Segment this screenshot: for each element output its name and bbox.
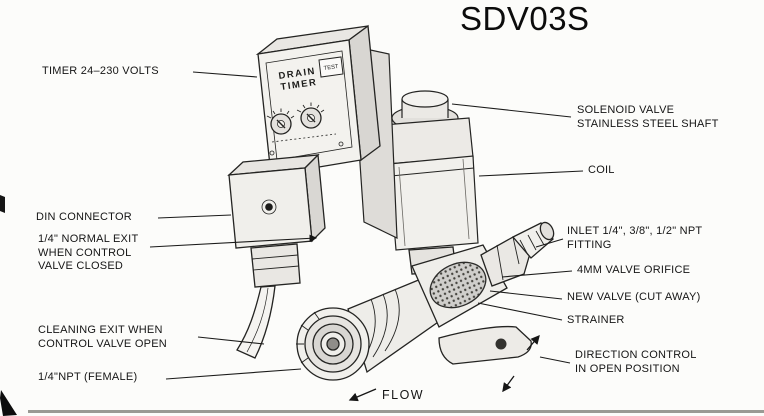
flow-direction-label: FLOW (382, 388, 425, 402)
handle-swing-arrow-down (502, 375, 515, 393)
knob-tick-marks (296, 102, 325, 113)
direction-control-handle (438, 325, 532, 365)
coil-body (388, 155, 479, 251)
timer-knob-right (296, 102, 325, 129)
callout-direction-control: DIRECTION CONTROL IN OPEN POSITION (575, 349, 697, 376)
callout-npt-female: 1/4"NPT (FEMALE) (38, 371, 137, 385)
flow-arrow (348, 388, 377, 402)
callout-line: SOLENOID VALVE (577, 104, 675, 116)
annotation-arrows (348, 334, 540, 402)
callout-inlet-fitting: INLET 1/4", 3/8", 1/2" NPT FITTING (567, 225, 702, 252)
outlet-thread-ticks (296, 311, 320, 364)
diagram-title: SDV03S (460, 0, 590, 37)
callout-line: CONTROL VALVE OPEN (38, 337, 167, 350)
callout-din-connector: DIN CONNECTOR (36, 211, 132, 225)
callout-line: STAINLESS STEEL SHAFT (577, 117, 719, 130)
timer-unit: DRAIN TIMER TEST (255, 24, 381, 176)
coil-flange-line (390, 167, 475, 177)
callout-line: DIRECTION CONTROL (575, 349, 697, 361)
callout-valve-orifice: 4MM VALVE ORIFICE (577, 264, 690, 278)
callout-line: 1/4" NORMAL EXIT (38, 233, 139, 245)
inlet-hex-facets (496, 236, 520, 281)
callout-new-valve: NEW VALVE (CUT AWAY) (567, 291, 701, 305)
leader-line-npt-female (165, 368, 302, 380)
leader-line-direction (539, 356, 571, 364)
test-button (318, 56, 344, 78)
callout-line: IN OPEN POSITION (575, 362, 680, 375)
knob-tick-marks (266, 108, 295, 119)
leader-line-new-valve (489, 290, 563, 300)
timer-scale-dashes (271, 133, 337, 143)
timer-device-label-line1: DRAIN (278, 66, 317, 82)
din-screw-boss (261, 199, 277, 215)
scan-edge-mark (0, 195, 5, 213)
leader-line-solenoid (451, 103, 572, 118)
solenoid-shaft-cap-top (401, 90, 449, 108)
leader-line-din (157, 214, 232, 219)
callout-coil: COIL (588, 164, 615, 178)
callout-normal-exit: 1/4" NORMAL EXIT WHEN CONTROL VALVE CLOS… (38, 233, 138, 274)
test-button-label: TEST (323, 64, 339, 72)
callout-line: NEW VALVE (CUT AWAY) (567, 291, 701, 303)
callout-line: FITTING (567, 238, 612, 251)
inlet-thread-lines (519, 230, 545, 256)
drain-cable (236, 285, 276, 359)
callout-line: WHEN CONTROL (38, 246, 132, 259)
callout-line: STRAINER (567, 314, 625, 326)
leader-line-coil (478, 170, 584, 177)
din-connector (227, 153, 326, 359)
handle-swing-arrow-up (526, 334, 540, 351)
outlet-boss (296, 307, 370, 381)
handle-hole (495, 338, 507, 350)
scan-corner-mark (0, 390, 17, 416)
timer-knob-left (266, 108, 295, 135)
callout-line: 1/4"NPT (FEMALE) (38, 371, 138, 383)
leader-line-normal-exit (149, 234, 318, 248)
callout-timer-volts: TIMER 24–230 VOLTS (42, 65, 159, 79)
leader-line-timer (192, 71, 258, 78)
callout-line: TIMER 24–230 VOLTS (42, 65, 159, 77)
din-screw-dot (265, 203, 273, 211)
inlet-hex-nut (480, 236, 532, 287)
scan-bottom-rule (28, 410, 764, 413)
valve-assembly (296, 221, 555, 381)
coil-winding-edges (398, 158, 470, 247)
timer-device-label-line2: TIMER (280, 77, 318, 93)
leader-line-strainer (477, 302, 563, 321)
solenoid-assembly (382, 90, 479, 251)
leader-line-cleaning-exit (197, 336, 265, 345)
callout-solenoid-valve: SOLENOID VALVE STAINLESS STEEL SHAFT (577, 104, 719, 131)
timer-screw-left (269, 150, 275, 156)
drain-cable-center-line (246, 287, 269, 353)
cable-gland (250, 243, 301, 288)
callout-line: COIL (588, 164, 615, 176)
solenoid-shaft-cylinder-sides (401, 99, 449, 118)
leader-lines (149, 71, 584, 380)
callout-cleaning-exit: CLEANING EXIT WHEN CONTROL VALVE OPEN (38, 324, 167, 351)
callout-line: INLET 1/4", 3/8", 1/2" NPT (567, 225, 703, 237)
callout-line: DIN CONNECTOR (36, 211, 132, 223)
callout-line: CLEANING EXIT WHEN (38, 324, 163, 336)
cable-gland-ridges (251, 254, 300, 271)
leader-line-inlet (535, 238, 564, 248)
callout-strainer: STRAINER (567, 314, 625, 328)
callout-line: 4MM VALVE ORIFICE (577, 264, 691, 276)
timer-screw-right (338, 141, 344, 147)
callout-line: VALVE CLOSED (38, 260, 124, 272)
leader-line-orifice (501, 270, 573, 278)
strainer-mesh (429, 261, 487, 309)
inlet-end-face (539, 221, 555, 241)
